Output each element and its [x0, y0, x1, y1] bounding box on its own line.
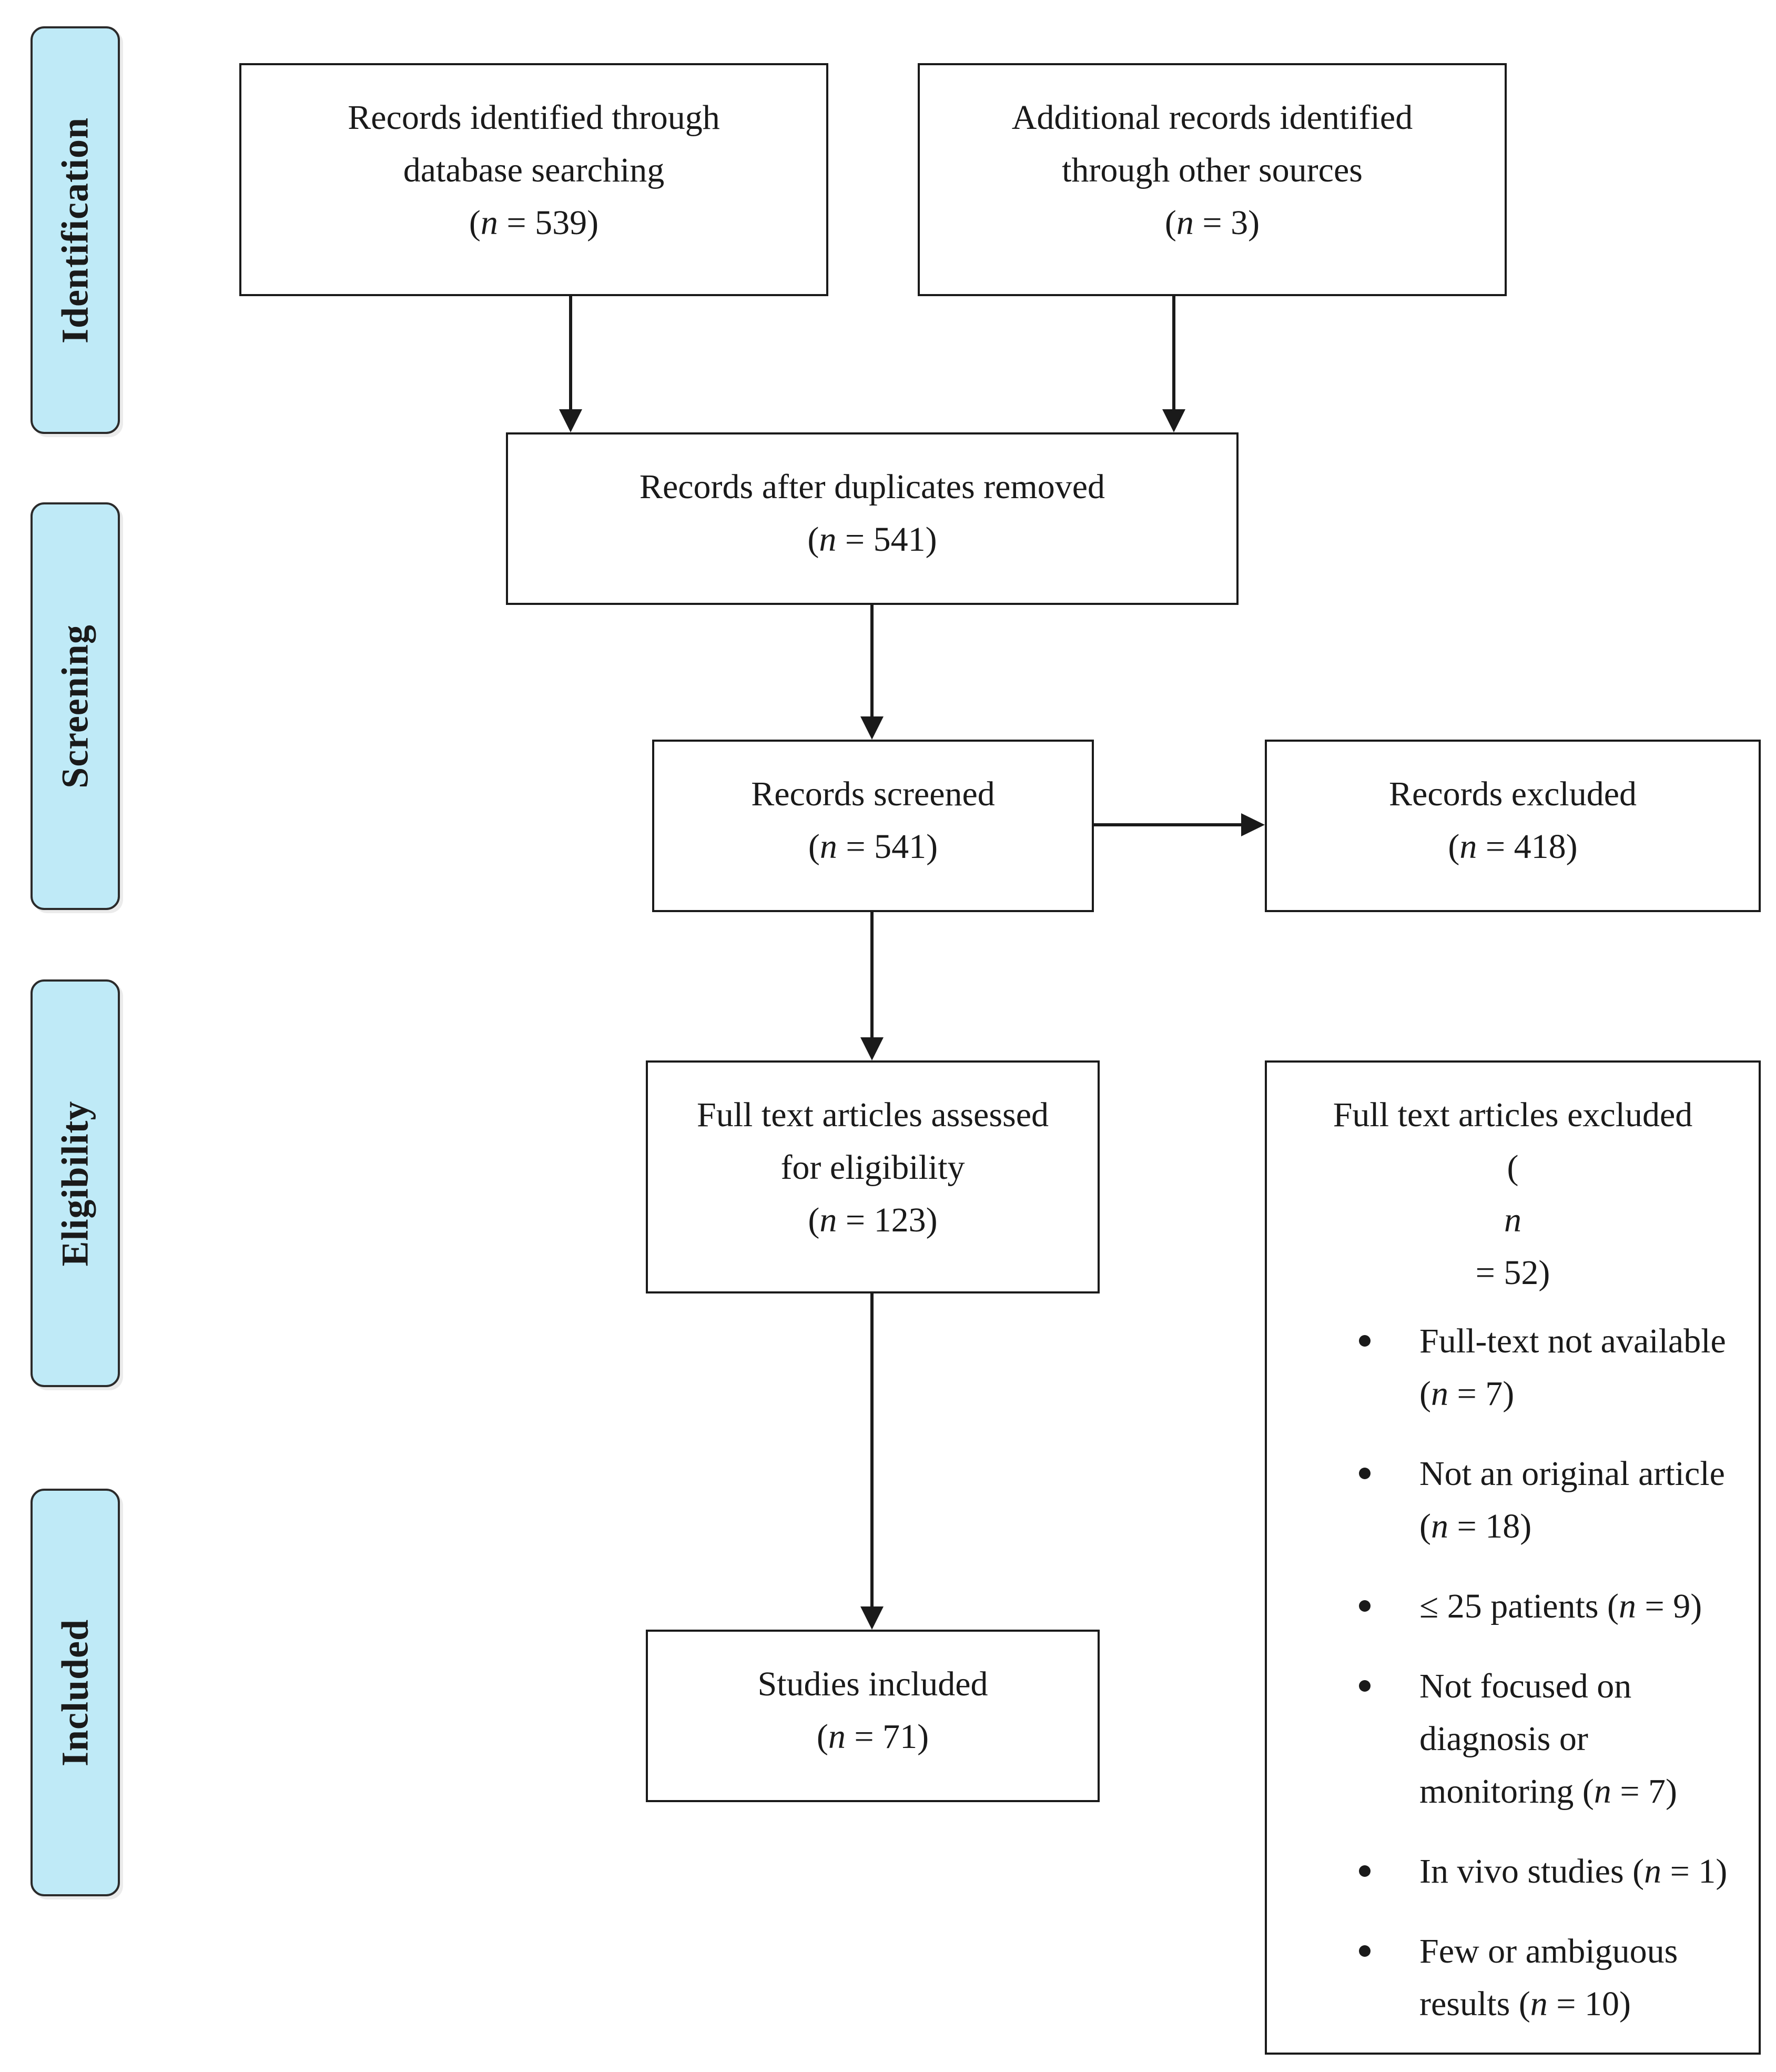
excluded-title: Full text articles excluded	[1333, 1096, 1693, 1134]
list-item: Full-text not available (n = 7)	[1267, 1315, 1759, 1420]
list-item: Few or ambiguous results (n = 10)	[1267, 1925, 1759, 2030]
phase-eligibility: Eligibility	[31, 979, 120, 1387]
box-records-excluded: Records excluded (n = 418)	[1265, 740, 1761, 912]
box-text: through other sources	[1062, 151, 1363, 189]
phase-included: Included	[31, 1489, 120, 1896]
list-item: Not an original article (n = 18)	[1267, 1448, 1759, 1553]
box-count: (n = 71)	[816, 1717, 929, 1756]
reason-text: ≤ 25 patients (n = 9)	[1419, 1587, 1702, 1625]
phase-identification: Identification	[31, 26, 120, 434]
reason-text: Not focused on diagnosis or monitoring (…	[1419, 1667, 1678, 1811]
arrowhead-icon	[559, 409, 582, 432]
reason-text: Few or ambiguous results (n = 10)	[1419, 1932, 1678, 2023]
arrowhead-icon	[860, 1037, 884, 1060]
bullet-icon	[1359, 1468, 1371, 1479]
box-count: (n = 3)	[1164, 204, 1260, 242]
box-text: Studies included	[757, 1665, 988, 1703]
box-other-sources: Additional records identified through ot…	[918, 63, 1507, 296]
arrowhead-icon	[1162, 409, 1185, 432]
phase-screening: Screening	[31, 502, 120, 910]
bullet-icon	[1359, 1865, 1371, 1877]
box-fulltext-assessed: Full text articles assessed for eligibil…	[646, 1060, 1100, 1293]
box-text: Records screened	[751, 775, 995, 813]
phase-label: Identification	[54, 117, 96, 343]
excluded-count: (n = 52)	[1475, 1148, 1550, 1292]
bullet-icon	[1359, 1600, 1371, 1612]
excluded-header: Full text articles excluded (n = 52)	[1267, 1063, 1759, 1299]
box-studies-included: Studies included (n = 71)	[646, 1630, 1100, 1802]
box-count: (n = 539)	[469, 204, 599, 242]
box-count: (n = 541)	[807, 520, 937, 559]
box-text: Records excluded	[1389, 775, 1637, 813]
list-item: In vivo studies (n = 1)	[1267, 1845, 1759, 1898]
box-text: database searching	[403, 151, 665, 189]
reason-text: Full-text not available (n = 7)	[1419, 1322, 1726, 1413]
phase-label: Screening	[54, 624, 96, 789]
arrowhead-icon	[860, 716, 884, 740]
box-text: Records identified through	[348, 98, 720, 137]
box-text: for eligibility	[780, 1148, 965, 1187]
box-duplicates-removed: Records after duplicates removed (n = 54…	[506, 432, 1239, 605]
phase-label: Eligibility	[54, 1100, 96, 1267]
arrowhead-icon	[1241, 813, 1265, 836]
reason-text: Not an original article (n = 18)	[1419, 1454, 1725, 1545]
list-item: Not focused on diagnosis or monitoring (…	[1267, 1660, 1759, 1818]
box-text: Additional records identified	[1011, 98, 1413, 137]
arrowhead-icon	[860, 1606, 884, 1630]
bullet-icon	[1359, 1945, 1371, 1957]
reason-text: In vivo studies (n = 1)	[1419, 1852, 1728, 1891]
box-fulltext-excluded: Full text articles excluded (n = 52) Ful…	[1265, 1060, 1761, 2055]
list-item: ≤ 25 patients (n = 9)	[1267, 1580, 1759, 1633]
box-text: Records after duplicates removed	[639, 468, 1105, 506]
phase-label: Included	[54, 1619, 96, 1766]
bullet-icon	[1359, 1335, 1371, 1347]
exclusion-reasons-list: Full-text not available (n = 7) Not an o…	[1267, 1315, 1759, 2030]
box-records-screened: Records screened (n = 541)	[652, 740, 1094, 912]
box-count: (n = 123)	[808, 1201, 938, 1239]
box-count: (n = 541)	[808, 827, 938, 866]
box-database-search: Records identified through database sear…	[239, 63, 828, 296]
box-count: (n = 418)	[1448, 827, 1578, 866]
bullet-icon	[1359, 1680, 1371, 1692]
box-text: Full text articles assessed	[696, 1096, 1049, 1134]
